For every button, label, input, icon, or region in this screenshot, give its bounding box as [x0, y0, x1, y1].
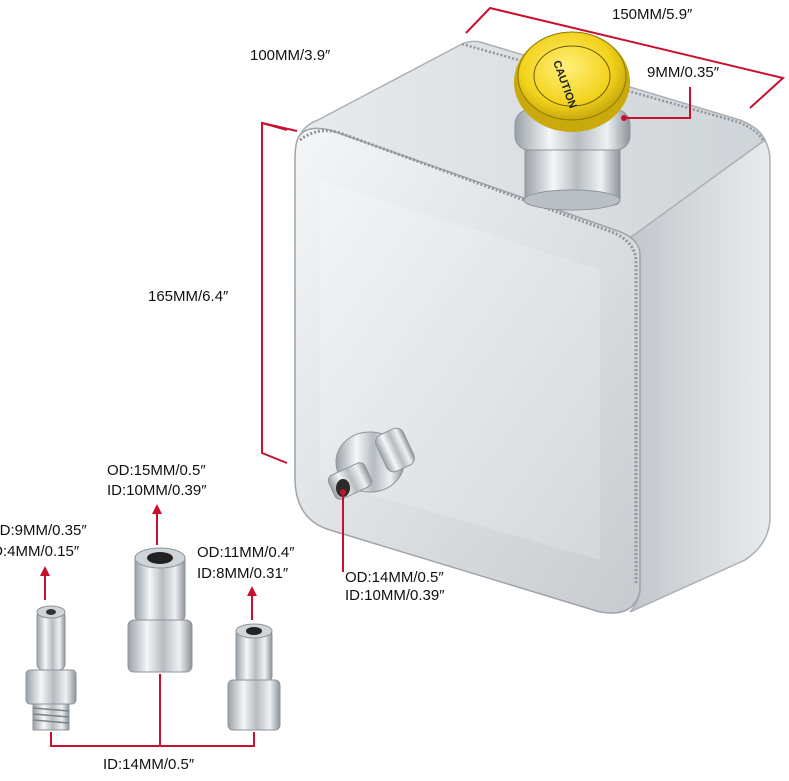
large-fitting-arrow-head	[152, 504, 162, 514]
weld-seam	[299, 129, 638, 585]
medium-fitting-arrow-head	[247, 586, 257, 596]
tank-front-face	[294, 127, 641, 614]
medium-fitting-id-label: ID:8MM/0.31″	[197, 565, 289, 582]
dimension-lines	[44, 6, 786, 747]
cap-outlet-label: 9MM/0.35″	[647, 64, 720, 81]
fitting-medium	[227, 623, 281, 731]
fitting-small	[25, 605, 77, 731]
tank-outlet-od-label: OD:14MM/0.5″	[345, 569, 444, 586]
small-fitting-arrow-head	[40, 566, 50, 576]
tank-outlet-dot	[340, 489, 346, 495]
height-dim-line	[261, 121, 288, 464]
medium-fitting-od-label: OD:11MM/0.4″	[197, 544, 295, 561]
small-fitting-od-label: OD:9MM/0.35″	[0, 522, 87, 539]
fitting-large	[127, 547, 193, 673]
large-fitting-od-label: OD:15MM/0.5″	[107, 462, 206, 479]
tank	[294, 40, 771, 614]
cap-outlet-dim-line	[624, 87, 691, 119]
tank-outlet-id-label: ID:10MM/0.39″	[345, 587, 445, 604]
height-label: 165MM/6.4″	[148, 288, 229, 305]
width-label: 150MM/5.9″	[612, 6, 693, 23]
large-fitting-id-label: ID:10MM/0.39″	[107, 482, 207, 499]
depth-label: 100MM/3.9″	[250, 47, 331, 64]
arrow-heads	[40, 115, 627, 596]
tank-outlet-fitting	[327, 427, 415, 500]
weld-seam-top	[461, 42, 766, 143]
cap-outlet-dot	[621, 115, 627, 121]
radiator-cap	[514, 31, 630, 132]
thread-label: ID:14MM/0.5″	[103, 756, 195, 773]
thread-dim-line	[50, 674, 255, 747]
width-dim-line	[465, 6, 786, 109]
small-fitting-id-label: ID:4MM/0.15″	[0, 543, 80, 560]
